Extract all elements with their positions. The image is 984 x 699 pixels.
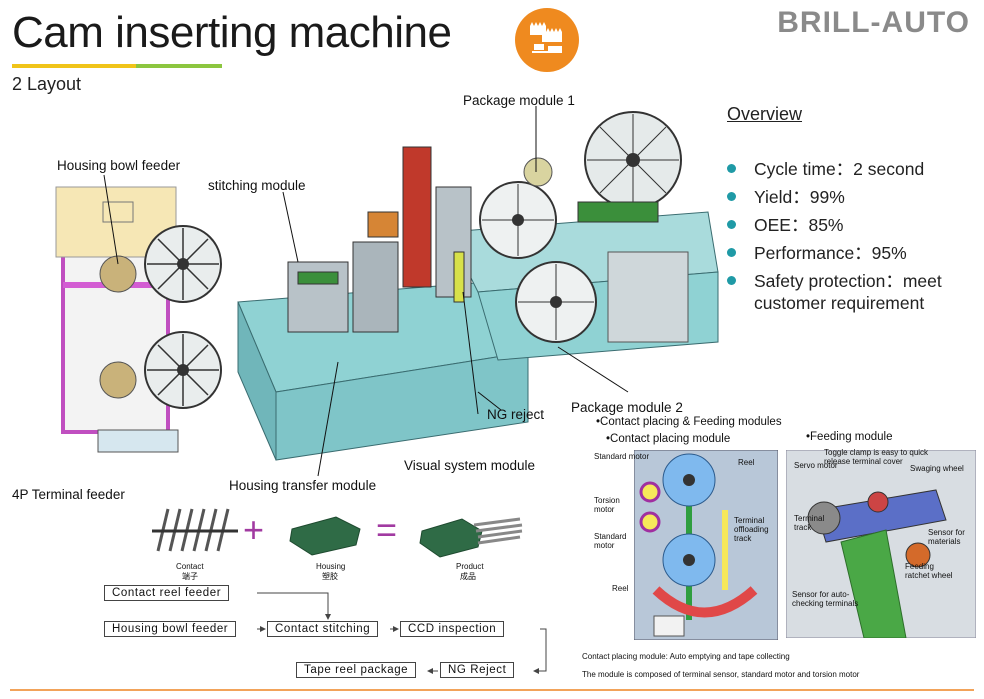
equals-sign: = xyxy=(376,509,398,550)
bullet-dot-icon xyxy=(727,164,736,173)
feeding-title: •Feeding module xyxy=(806,431,893,443)
housing-label-en: Housing xyxy=(316,562,346,571)
overview-item: Cycle time：2 second xyxy=(727,158,977,180)
brand-logo: BRILL-AUTO xyxy=(777,6,970,39)
overview-item: Yield：99% xyxy=(727,186,977,208)
label-terminal-track: Terminal track xyxy=(794,514,825,532)
bullet-dot-icon xyxy=(727,192,736,201)
flow-contact-stitching: Contact stitching xyxy=(267,621,379,637)
section-subtitle: 2 Layout xyxy=(12,74,82,94)
callout-housing-transfer-module: Housing transfer module xyxy=(229,478,377,493)
callout-housing-bowl-feeder: Housing bowl feeder xyxy=(57,158,181,173)
product-label-cn: 成品 xyxy=(460,572,476,581)
callout-terminal-feeder: 4P Terminal feeder xyxy=(12,487,125,502)
machine-cogs-icon xyxy=(515,8,579,72)
housing-bowl-feeder-cabinet xyxy=(55,186,177,434)
callout-package-module-2: Package module 2 xyxy=(571,400,683,415)
label-standard-motor-bottom: Standard motor xyxy=(594,532,627,550)
terminal-reel-lower xyxy=(144,331,222,409)
label-sensor-auto-checking: Sensor for auto-checking terminals xyxy=(792,590,859,608)
title-underline-green xyxy=(136,64,222,68)
process-flow-area: Contact 端子 + Housing 塑胶 = Product 成品 Con… xyxy=(100,495,570,685)
overview-item: Safety protection：meet customer requirem… xyxy=(727,270,977,314)
label-servo-motor: Servo motor xyxy=(794,461,838,470)
detail-section-title: •Contact placing & Feeding modules xyxy=(596,416,782,428)
label-standard-motor-top: Standard motor xyxy=(594,452,650,461)
label-torsion-motor: Torsion motor xyxy=(594,496,620,514)
module-detail-panel: •Contact placing & Feeding modules •Cont… xyxy=(580,414,980,686)
product-part-image xyxy=(419,517,523,558)
label-sensor-materials: Sensor for materials xyxy=(928,528,965,546)
flow-ng-reject: NG Reject xyxy=(440,662,515,678)
housing-part-image xyxy=(289,516,361,556)
tape-spool xyxy=(523,157,553,187)
package-reel-1 xyxy=(479,181,557,259)
callout-visual-system-module: Visual system module xyxy=(404,458,536,473)
label-reel-bottom: Reel xyxy=(612,584,629,593)
contact-part-image xyxy=(152,508,238,552)
flow-housing-bowl-feeder: Housing bowl feeder xyxy=(104,621,237,637)
callout-ng-reject: NG reject xyxy=(487,407,545,422)
overview-item: OEE：85% xyxy=(727,214,977,236)
contact-placing-diagram xyxy=(634,450,778,640)
label-swaging-wheel: Swaging wheel xyxy=(910,464,964,473)
overview-list: Cycle time：2 second Yield：99% OEE：85% Pe… xyxy=(727,158,977,320)
callout-stitching-module: stitching module xyxy=(208,178,306,193)
package-reel-2 xyxy=(515,261,597,343)
bullet-dot-icon xyxy=(727,248,736,257)
flow-contact-reel-feeder: Contact reel feeder xyxy=(104,585,230,601)
detail-note-2: The module is composed of terminal senso… xyxy=(582,670,860,679)
overview-heading: Overview xyxy=(727,104,803,124)
bullet-dot-icon xyxy=(727,220,736,229)
label-terminal-offloading-track: Terminal offloading track xyxy=(734,516,769,543)
callout-package-module-1: Package module 1 xyxy=(463,93,575,108)
flow-ccd-inspection: CCD inspection xyxy=(400,621,505,637)
plus-sign: + xyxy=(243,509,265,550)
product-label-en: Product xyxy=(456,562,484,571)
contact-label-cn: 端子 xyxy=(182,572,198,581)
label-feeding-ratchet-wheel: Feeding ratchet wheel xyxy=(905,562,953,580)
footer-divider xyxy=(10,689,974,691)
title-underline-yellow xyxy=(12,64,136,68)
detail-note-1: Contact placing module: Auto emptying an… xyxy=(582,652,790,661)
terminal-reel-upper xyxy=(144,225,222,303)
overview-item: Performance：95% xyxy=(727,242,977,264)
label-reel-top: Reel xyxy=(738,458,755,467)
flow-tape-reel-package: Tape reel package xyxy=(296,662,417,678)
feeding-module-diagram xyxy=(786,450,976,638)
machine-layout-illustration xyxy=(55,106,719,477)
label-toggle-clamp: Toggle clamp is easy to quick release te… xyxy=(824,448,929,466)
housing-label-cn: 塑胶 xyxy=(322,572,338,581)
contact-label-en: Contact xyxy=(176,562,204,571)
package-reel-top xyxy=(584,111,682,209)
bullet-dot-icon xyxy=(727,276,736,285)
flow-connectors xyxy=(257,592,547,674)
contact-placing-title: •Contact placing module xyxy=(606,433,731,445)
page-title: Cam inserting machine xyxy=(12,8,452,57)
